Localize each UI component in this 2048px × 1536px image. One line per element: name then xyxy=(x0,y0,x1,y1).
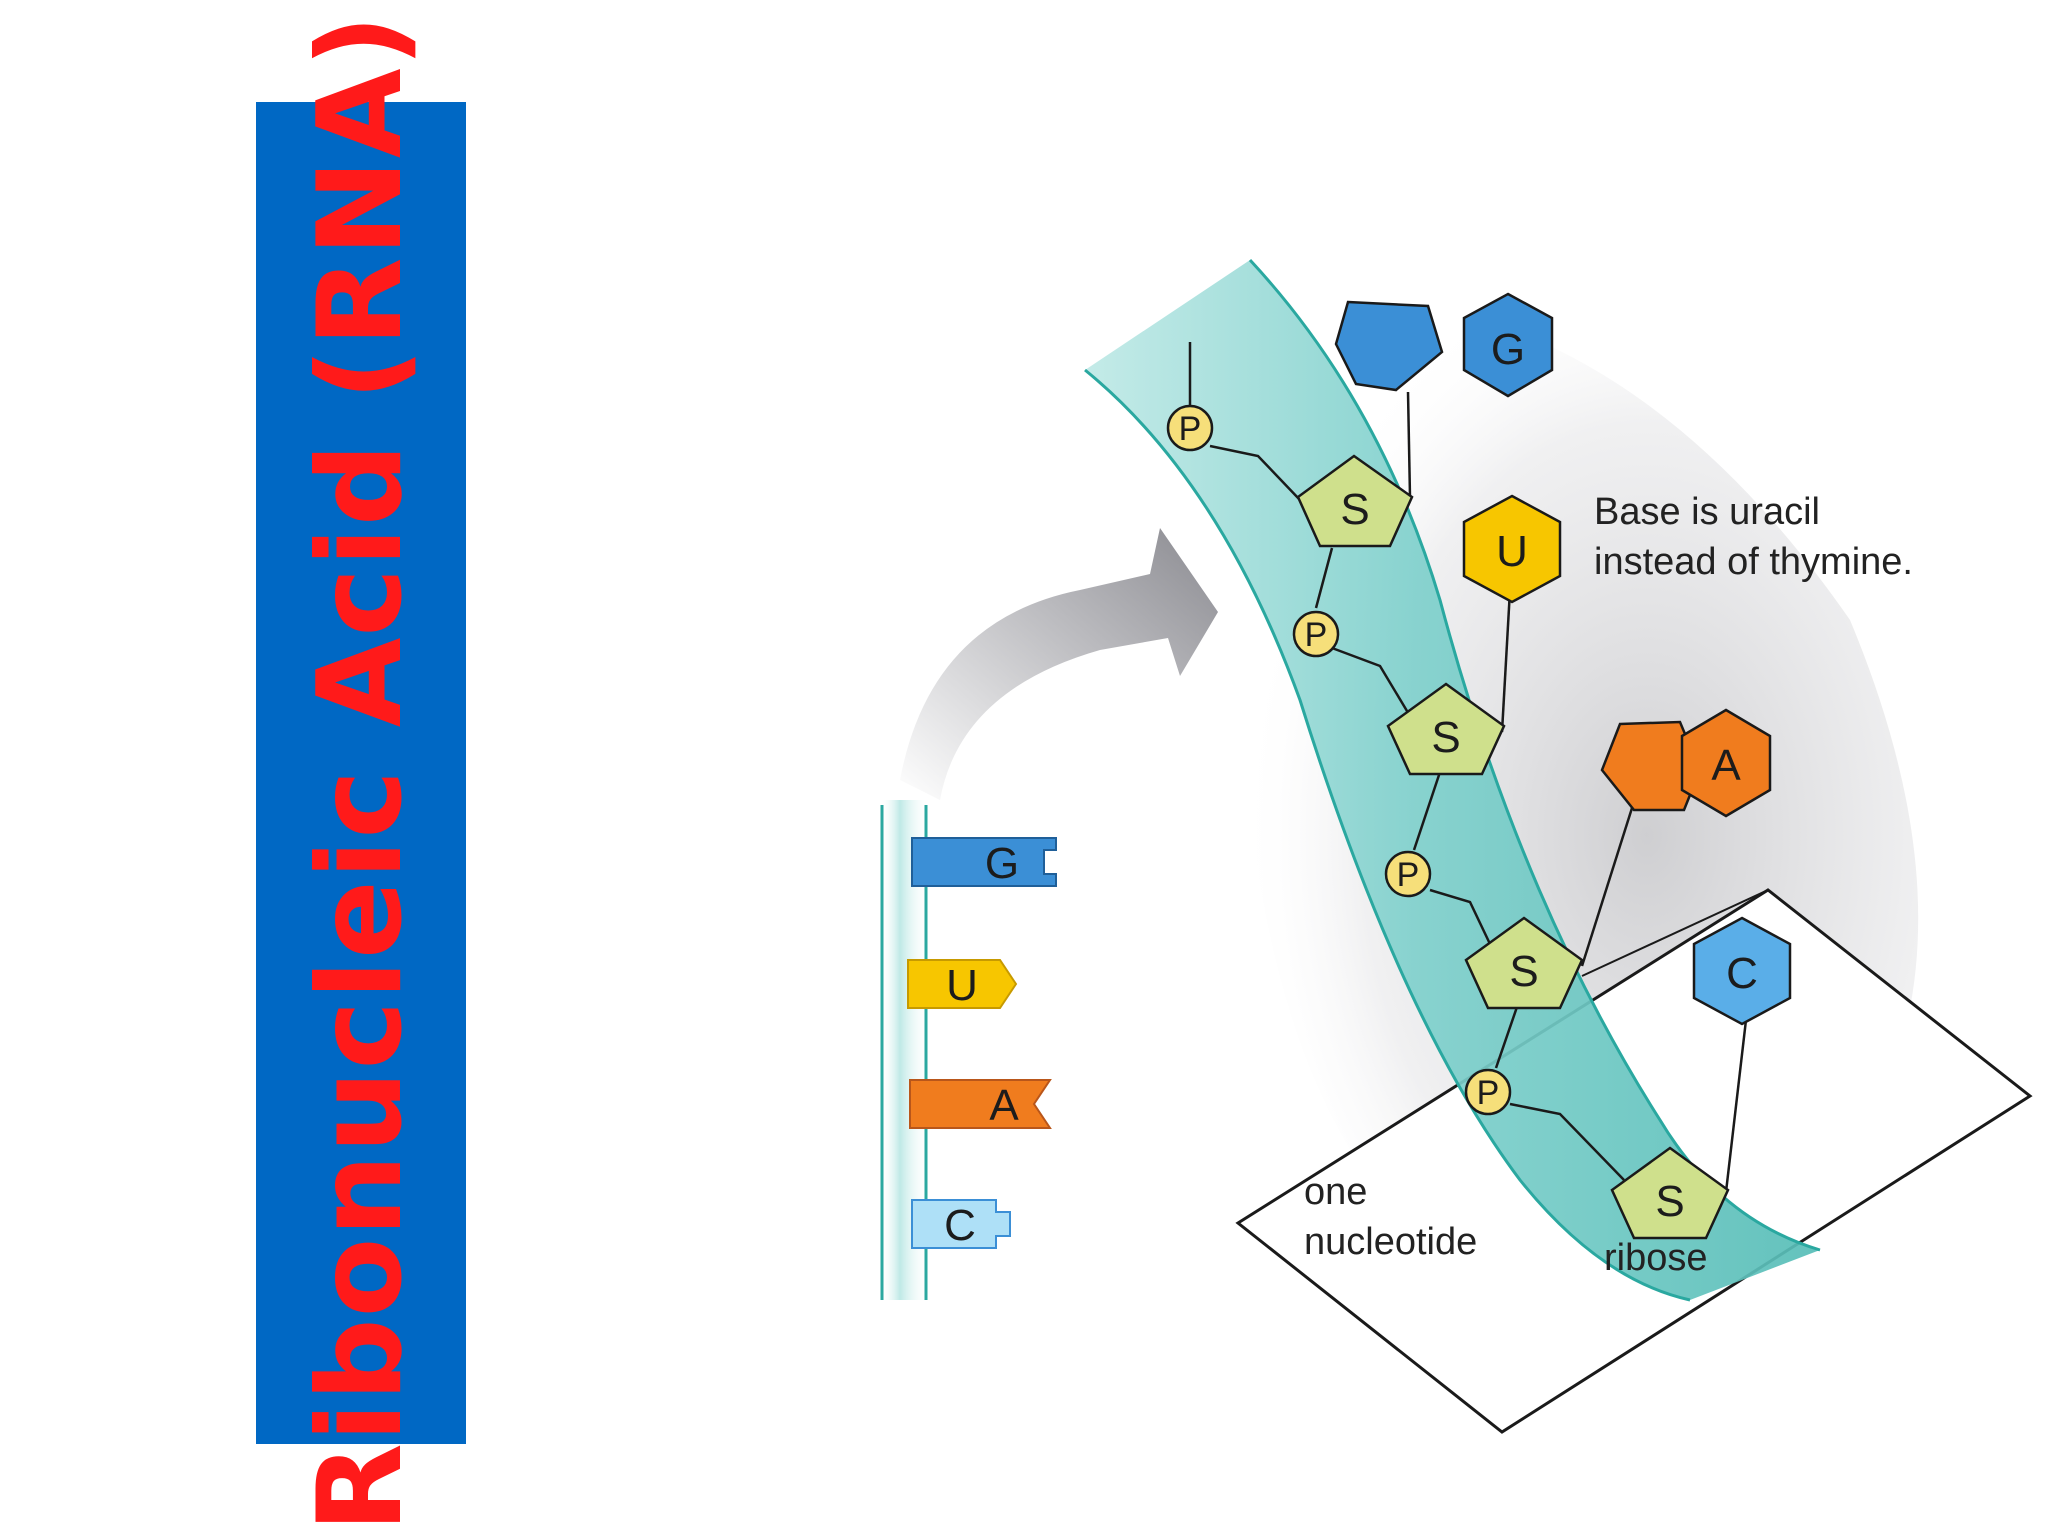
base-adenine: A xyxy=(1600,708,1772,818)
phosphate-label-1: P xyxy=(1179,410,1202,448)
legend-base-g: G xyxy=(911,837,1057,888)
sugar-3 xyxy=(1464,916,1584,1010)
legend-label-a: A xyxy=(989,1081,1019,1130)
sugar-label-4: S xyxy=(1655,1177,1684,1226)
phosphate-3 xyxy=(1384,850,1432,898)
base-label-u: U xyxy=(1496,527,1528,576)
phosphate-label-4: P xyxy=(1477,1074,1500,1112)
phosphate-1 xyxy=(1166,404,1214,452)
base-guanine: G xyxy=(1334,292,1554,398)
base-cytosine: C xyxy=(1692,916,1792,1026)
phosphate-label-3: P xyxy=(1397,856,1420,894)
phosphate-label-2: P xyxy=(1305,616,1328,654)
base-label-g: G xyxy=(1491,325,1525,374)
sugar-1 xyxy=(1296,454,1414,548)
sugar-group: S S S S xyxy=(1296,454,1730,1240)
base-label-c: C xyxy=(1726,949,1758,998)
legend-base-a: A xyxy=(909,1079,1052,1130)
sugar-label-3: S xyxy=(1509,947,1538,996)
nucleotide-annotation: one nucleotide xyxy=(1304,1171,1477,1263)
curved-arrow-icon xyxy=(900,528,1218,800)
uracil-note-line2: instead of thymine. xyxy=(1594,541,1913,583)
ribose-annotation: ribose xyxy=(1604,1237,1708,1279)
legend-base-u: U xyxy=(907,959,1018,1010)
sugar-2 xyxy=(1386,682,1506,776)
uracil-note-line1: Base is uracil xyxy=(1594,491,1820,533)
legend-label-u: U xyxy=(946,961,978,1010)
phosphate-2 xyxy=(1292,610,1340,658)
nucleotide-label-line2: nucleotide xyxy=(1304,1221,1477,1263)
nucleotide-label-line1: one xyxy=(1304,1171,1367,1213)
backbone-bonds xyxy=(1188,342,1769,1193)
legend-label-c: C xyxy=(944,1201,976,1250)
uracil-annotation: Base is uracil instead of thymine. xyxy=(1594,491,1913,583)
sugar-4 xyxy=(1610,1146,1730,1240)
sugar-label-2: S xyxy=(1431,713,1460,762)
base-label-a: A xyxy=(1711,741,1741,790)
phosphate-4 xyxy=(1464,1068,1512,1116)
ribose-label: ribose xyxy=(1604,1237,1708,1279)
title-banner xyxy=(256,102,466,1444)
legend-label-g: G xyxy=(985,839,1019,888)
base-uracil: U xyxy=(1462,494,1562,604)
sugar-label-1: S xyxy=(1340,485,1369,534)
phosphate-group: P P P P xyxy=(1166,404,1512,1116)
legend-base-c: C xyxy=(911,1199,1011,1250)
